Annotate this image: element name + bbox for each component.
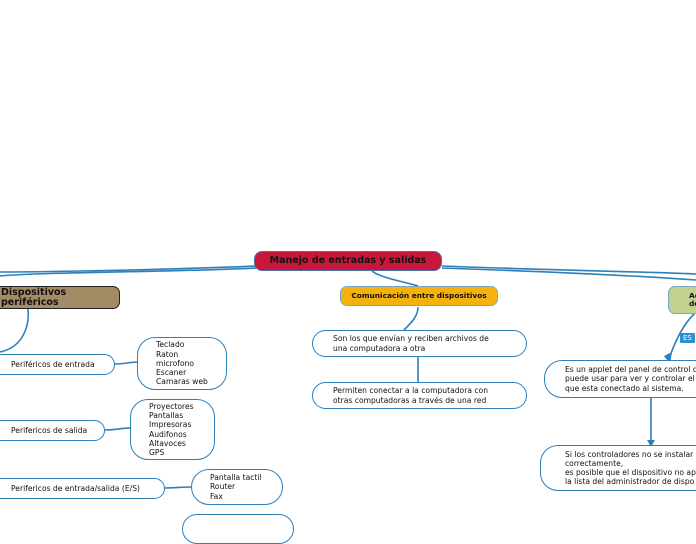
io-peripherals-node[interactable]: Perifericos de entrada/salida (E/S) [0,478,165,499]
admin-definition-node[interactable]: Es un applet del panel de control q pued… [544,360,696,398]
input-peripherals-examples[interactable]: Teclado Raton microfono Escaner Camaras … [137,337,227,390]
mind-map-canvas: Manejo de entradas y salidas Dispositivo… [0,251,696,544]
category-device-admin[interactable]: Ad de [668,286,696,314]
admin-drivers-node[interactable]: Si los controladores no se instalar corr… [540,445,696,491]
root-topic[interactable]: Manejo de entradas y salidas [254,251,442,271]
input-peripherals-node[interactable]: Periféricos de entrada [0,354,115,375]
category-peripheral-devices[interactable]: Dispositivos periféricos [0,286,120,309]
output-peripherals-node[interactable]: Perifericos de salida [0,420,105,441]
partial-bubble-bottom[interactable] [182,514,294,544]
category-device-communication[interactable]: Comunicación entre dispositivos [340,286,498,306]
io-peripherals-examples[interactable]: Pantalla tactil Router Fax [191,469,283,505]
relation-tag: ES [680,333,695,343]
communication-item-network[interactable]: Permiten conectar a la computadora con o… [312,382,527,409]
communication-item-transfer[interactable]: Son los que envían y reciben archivos de… [312,330,527,357]
output-peripherals-examples[interactable]: Proyectores Pantallas Impresoras Audifon… [130,399,215,460]
connector-lines [0,265,696,489]
